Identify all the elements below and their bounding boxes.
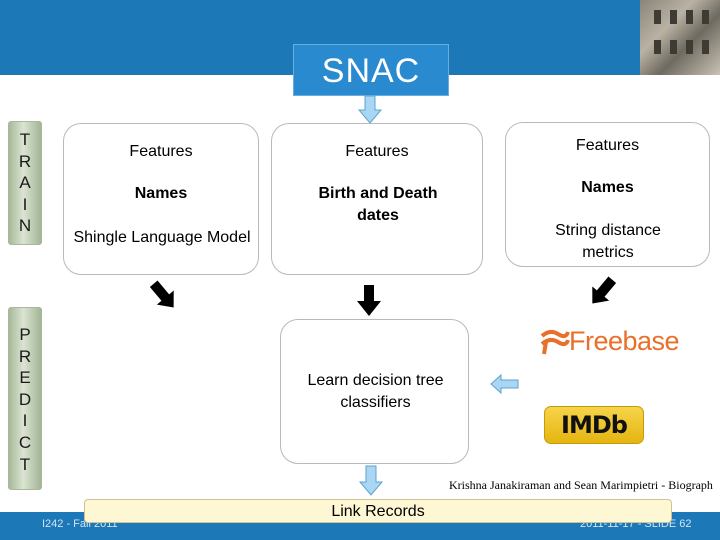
down-left-arrow-icon <box>592 276 617 304</box>
slide-title: SNAC <box>293 44 449 96</box>
down-arrow-icon <box>358 465 384 496</box>
train-label: T R A I N <box>8 121 42 245</box>
author-credit: Krishna Janakiraman and Sean Marimpietri… <box>449 478 713 492</box>
down-arrow-icon <box>357 95 383 124</box>
classifier-card: Learn decision tree classifiers <box>280 319 469 464</box>
freebase-logo: Freebase <box>540 326 690 358</box>
card-feature: Names <box>134 185 188 202</box>
card-feature: String distance metrics <box>555 222 661 261</box>
card-heading: Features <box>345 143 409 160</box>
names-features-card: Features Names Shingle Language Model <box>63 123 259 275</box>
down-right-arrow-icon <box>149 280 174 308</box>
link-records-box: Link Records <box>84 499 672 523</box>
left-arrow-icon <box>490 373 519 395</box>
down-arrow-icon <box>357 285 381 316</box>
metrics-features-card: Features Names String distance metrics <box>505 122 710 267</box>
card-feature: Shingle Language Model <box>73 229 251 246</box>
classifier-text: Learn decision tree classifiers <box>307 372 444 411</box>
card-feature: Names <box>581 179 634 196</box>
freebase-mark-icon <box>540 329 570 355</box>
predict-label: P R E D I C T <box>8 307 42 490</box>
imdb-logo: IMDb <box>544 406 644 444</box>
card-feature: Birth and Death dates <box>318 185 438 224</box>
building-photo <box>640 0 720 75</box>
card-heading: Features <box>575 137 640 154</box>
dates-features-card: Features Birth and Death dates <box>271 123 483 275</box>
card-heading: Features <box>129 143 193 160</box>
